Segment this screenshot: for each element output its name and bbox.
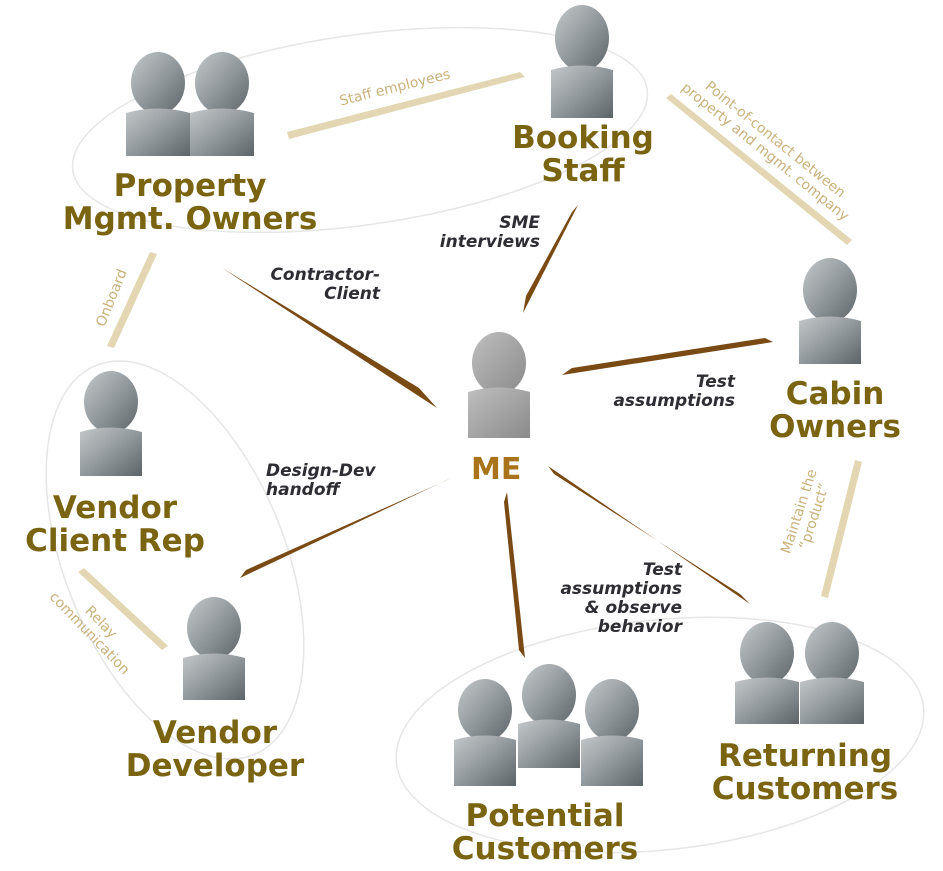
connector-point-of-contact: [666, 94, 852, 245]
relation-label-test-assumptions: Test assumptions: [585, 373, 735, 411]
node-label-line: Returning: [717, 738, 893, 774]
node-label-line: Customers: [451, 831, 639, 867]
person-icon-cabin: [799, 258, 861, 364]
relation-line: & observe: [584, 598, 682, 618]
relation-line: behavior: [597, 617, 682, 637]
node-label-vendor-client-rep: Vendor Client Rep: [15, 492, 215, 558]
node-label-booking-staff: Booking Staff: [483, 122, 683, 188]
connector-contractor-client: [222, 268, 437, 408]
node-label-vendor-developer: Vendor Developer: [120, 717, 310, 783]
person-icon-vendor-rep: [80, 371, 142, 476]
relation-line: assumptions: [613, 391, 735, 411]
relation-label-design-dev-handoff: Design-Dev handoff: [266, 462, 396, 500]
node-label-line: Owners: [769, 409, 901, 445]
node-label-line: Vendor: [152, 715, 278, 751]
connector-onboard: [107, 252, 157, 348]
connector-potential: [504, 492, 525, 658]
node-label-cabin-owners: Cabin Owners: [760, 378, 910, 444]
outline-top-group: [71, 26, 649, 234]
node-label-line: Developer: [125, 748, 305, 784]
person-icon-returning-1: [735, 622, 799, 724]
relation-line: Test: [642, 560, 682, 580]
connector-staff-employees: [287, 72, 525, 139]
relation-line: assumptions: [560, 579, 682, 599]
center-label-me: ME: [471, 452, 522, 487]
node-label-line: Potential: [465, 798, 625, 834]
person-icon-potential-3: [581, 679, 643, 786]
person-icon-property-2: [190, 52, 254, 156]
person-icon-vendor-dev: [183, 597, 245, 700]
relation-line: Client: [324, 284, 380, 304]
node-label-line: Cabin: [785, 376, 885, 412]
person-icon-potential-1: [454, 679, 516, 786]
connector-design-dev: [240, 478, 451, 578]
secondary-connectors: [78, 72, 862, 650]
person-icon-booking: [551, 5, 613, 118]
person-icon-returning-2: [800, 622, 864, 724]
outline-vendor-group: [45, 360, 305, 760]
node-label-line: Vendor: [52, 490, 178, 526]
node-label-line: Client Rep: [25, 523, 205, 559]
person-icon-potential-2: [518, 664, 580, 768]
connector-test-cabin: [562, 338, 773, 375]
node-label-potential-customers: Potential Customers: [440, 800, 650, 866]
node-label-line: Customers: [711, 771, 899, 807]
relation-line: interviews: [439, 232, 540, 252]
person-icon-me: [468, 332, 530, 438]
relation-line: Test: [695, 372, 735, 392]
relation-line: Design-Dev: [266, 461, 376, 481]
relation-line: SME: [499, 213, 540, 233]
connector-sme-interviews: [523, 205, 578, 313]
relation-label-contractor-client: Contractor- Client: [250, 266, 380, 304]
node-label-property-mgmt-owners: Property Mgmt. Owners: [60, 170, 320, 236]
node-label-returning-customers: Returning Customers: [700, 740, 910, 806]
relation-line: handoff: [266, 480, 340, 500]
node-label-line: Mgmt. Owners: [62, 201, 318, 237]
person-icon-property-1: [126, 52, 190, 156]
relation-label-sme-interviews: SME interviews: [420, 214, 540, 252]
outline-customer-group: [395, 616, 925, 854]
node-label-line: Staff: [541, 153, 625, 189]
primary-connectors: [222, 205, 773, 658]
relation-label-test-observe: Test assumptions & observe behavior: [532, 561, 682, 637]
node-label-line: Property: [113, 168, 267, 204]
node-label-line: Booking: [512, 120, 654, 156]
connector-relay: [78, 568, 168, 650]
connector-returning: [548, 466, 750, 604]
relation-line: Contractor-: [270, 265, 380, 285]
connector-maintain-product: [821, 460, 862, 598]
